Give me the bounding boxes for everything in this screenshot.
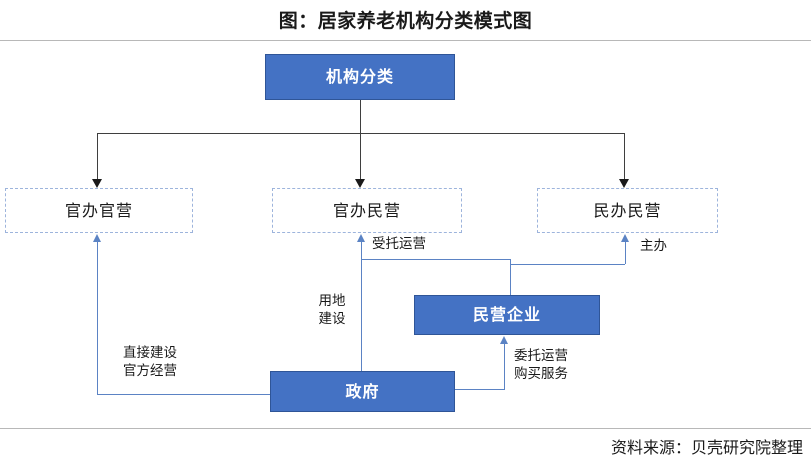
footer-divider [0,428,811,429]
header-divider [0,40,811,41]
arrowhead-down-center-icon [355,179,365,188]
edge-label-land-construction: 用地 建设 [318,293,346,328]
edge-gov-to-govpriv-vertical [361,242,362,380]
edge-pe-to-privpriv-vertical [625,242,626,264]
edge-gov-to-pe-vertical [504,344,505,389]
edge-drop-center [360,133,361,179]
edge-label-entrusted-operation: 受托运营 [372,236,426,252]
edge-gov-to-govop-vertical [97,242,98,394]
arrowhead-down-left-icon [92,179,102,188]
figure-source: 资料来源：贝壳研究院整理 [610,438,803,457]
edge-drop-right [624,133,625,179]
arrowhead-down-right-icon [619,179,629,188]
edge-label-host: 主办 [640,238,667,254]
edge-label-entrust-purchase: 委托运营 购买服务 [514,348,568,383]
edge-gov-to-govop-horizontal [97,394,270,395]
edge-pe-to-govpriv-vertical [510,259,511,295]
node-government[interactable]: 政府 [270,371,455,412]
node-gov-run-gov-op[interactable]: 官办官营 [5,188,193,233]
node-gov-run-priv-op[interactable]: 官办民营 [272,188,462,233]
edge-pe-to-privpriv-horizontal [510,264,625,265]
edge-drop-left [97,133,98,179]
arrowhead-up-pe-icon [500,336,508,344]
figure-title: 图：居家养老机构分类模式图 [278,10,533,32]
node-private-enterprise[interactable]: 民营企业 [414,295,600,335]
edge-pe-to-govpriv-horizontal [361,259,510,260]
arrowhead-up-govpriv-icon [357,234,365,242]
arrowhead-up-privpriv-icon [621,234,629,242]
edge-root-trunk [360,100,361,133]
node-root[interactable]: 机构分类 [265,54,455,100]
edge-gov-to-pe-horizontal [455,389,505,390]
node-priv-run-priv-op[interactable]: 民办民营 [537,188,718,233]
arrowhead-up-govop-icon [93,234,101,242]
edge-label-direct-build-operate: 直接建设 官方经营 [123,345,177,380]
